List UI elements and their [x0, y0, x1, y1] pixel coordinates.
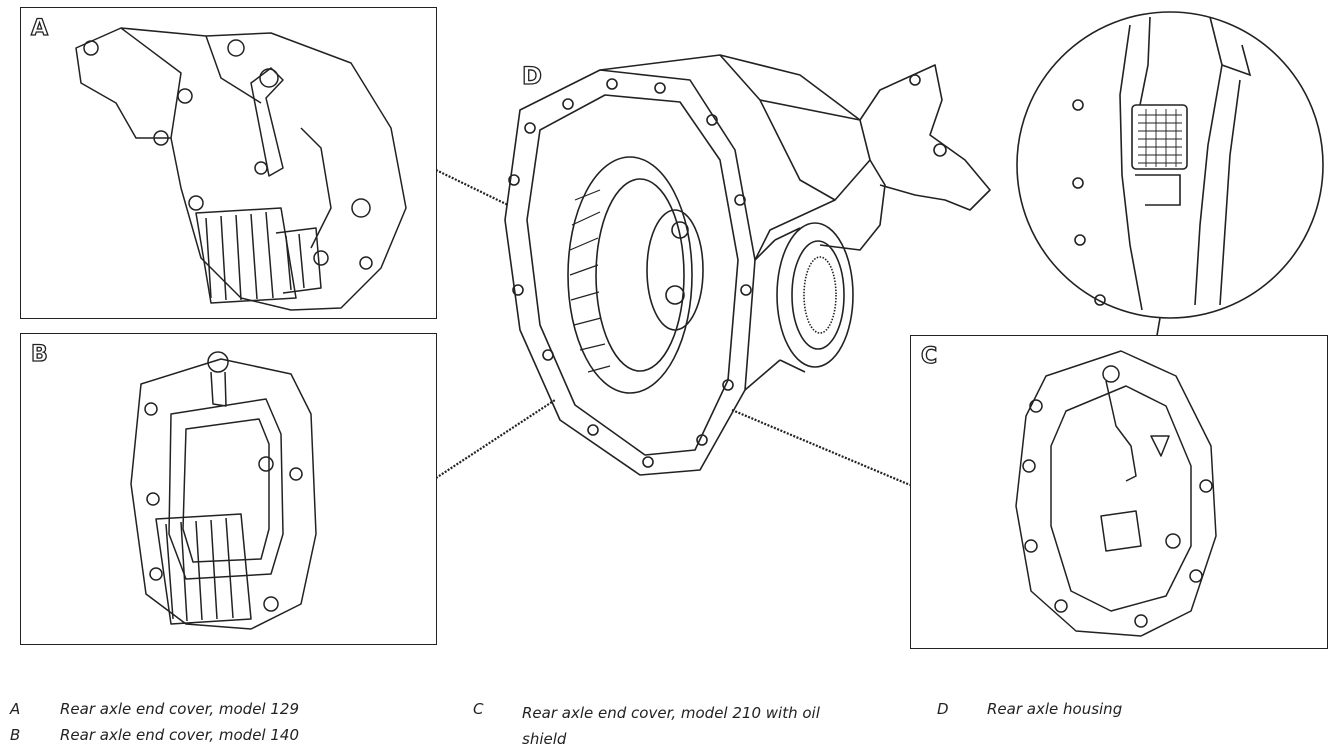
legend-text-a: Rear axle end cover, model 129 [60, 700, 299, 718]
panel-a-label: A [30, 15, 49, 41]
panel-a: A [20, 7, 437, 319]
rear-axle-housing-illustration [435, 54, 1161, 487]
legend-key-b: B [10, 726, 21, 744]
leader-line-b [435, 399, 556, 479]
flange-bolt-holes [508, 78, 752, 468]
oil-shield-detail-circle [1016, 11, 1324, 319]
legend-key-c: C [473, 700, 484, 718]
end-cover-model-129-illustration [75, 27, 407, 311]
legend-key-a: A [10, 700, 21, 718]
legend-text-b: Rear axle end cover, model 140 [60, 726, 299, 744]
ring-gear [567, 156, 693, 394]
panel-b-label: B [30, 341, 48, 367]
panel-d-label: D [521, 61, 542, 90]
leader-line-c [731, 408, 911, 487]
figure-legend: A Rear axle end cover, model 129 B Rear … [0, 700, 1344, 754]
leader-line-a [435, 169, 509, 206]
end-cover-model-210-illustration [1015, 350, 1217, 637]
oil-shield-mesh [1131, 104, 1188, 170]
panel-b: B [20, 333, 437, 645]
axle-seal [776, 222, 854, 368]
panel-c: C [910, 335, 1328, 649]
housing-flange [504, 69, 756, 476]
legend-text-d: Rear axle housing [987, 700, 1123, 718]
legend-key-d: D [937, 700, 949, 718]
legend-text-c: Rear axle end cover, model 210 with oil … [522, 704, 820, 748]
end-cover-model-140-illustration [130, 351, 317, 630]
panel-c-label: C [920, 343, 938, 369]
